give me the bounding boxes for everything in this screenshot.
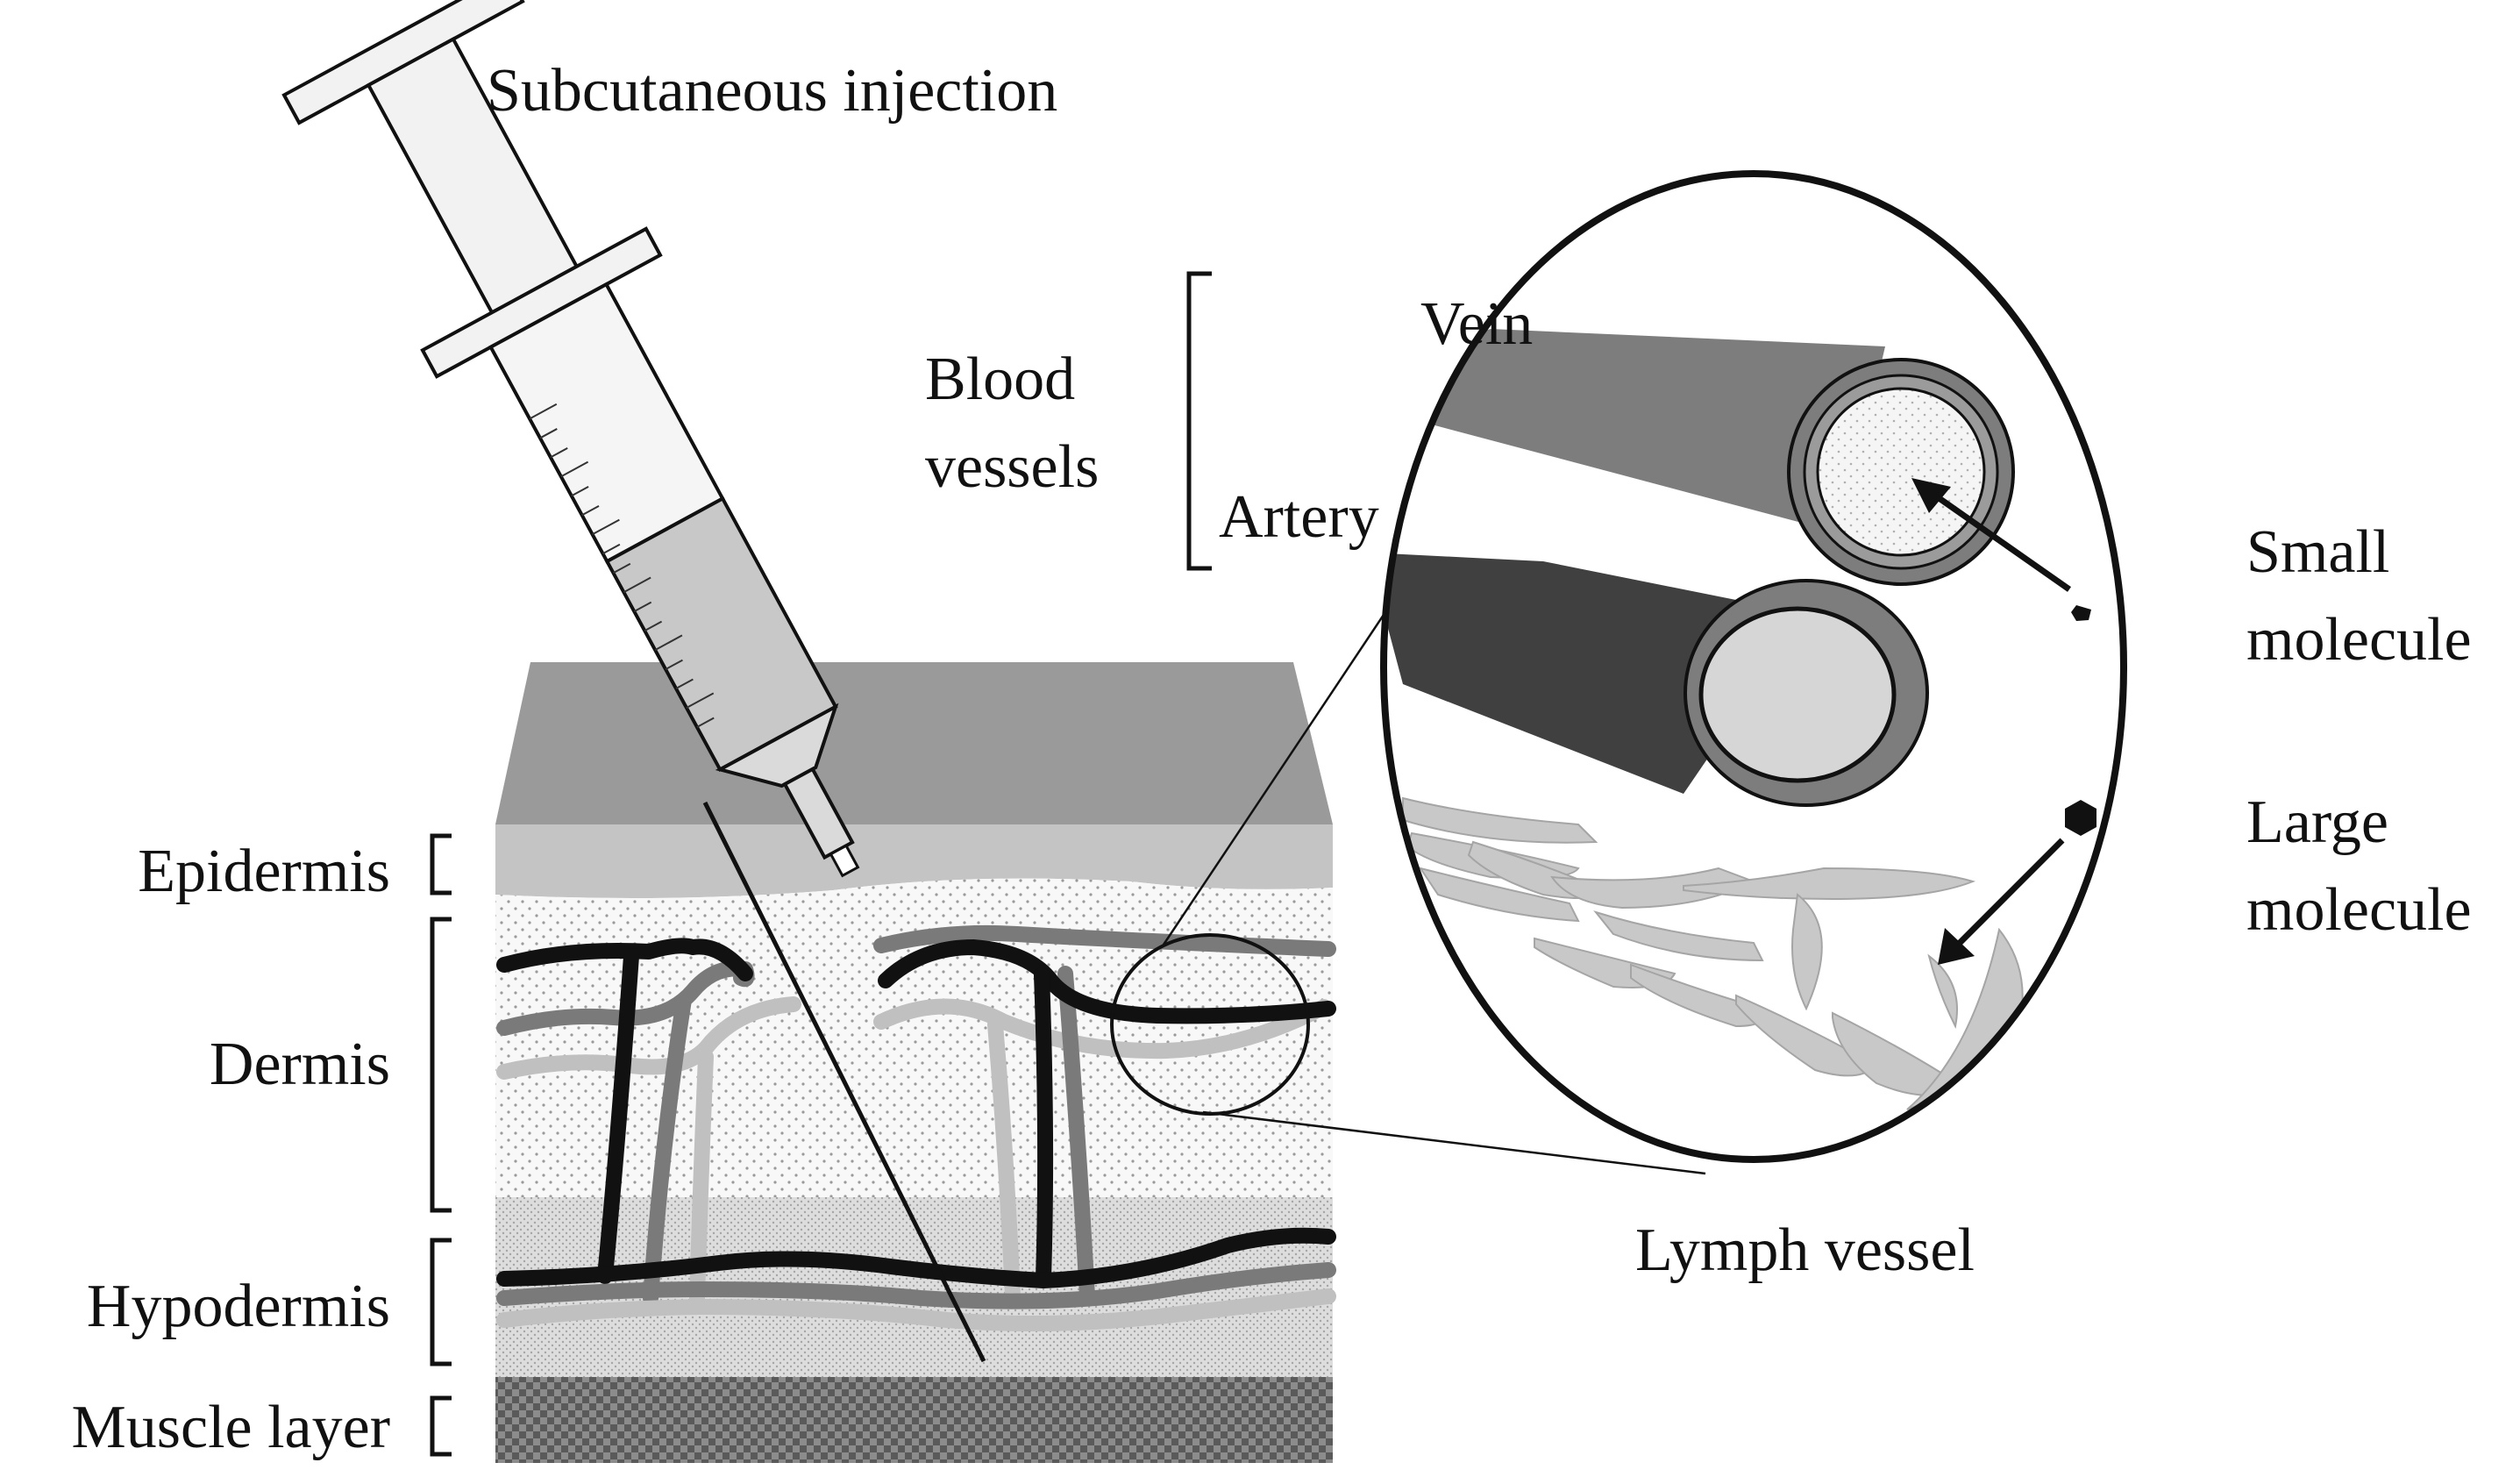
vessel-dark-hypodermis [496, 1262, 1336, 1309]
large-molecule-arrowhead [1938, 928, 1975, 965]
epidermis-label: Epidermis [138, 838, 390, 905]
magnified-view [1380, 170, 2127, 1163]
vein-label: Vein [1420, 290, 1533, 358]
syringe [281, 0, 986, 1363]
labels: Subcutaneous injection Blood vessels Vei… [72, 57, 2472, 1461]
vessel-black-left-down [597, 948, 639, 1284]
brackets [430, 271, 1212, 1457]
vessel-black-right-down [1034, 967, 1054, 1287]
epidermis-top-surface [495, 662, 1333, 824]
muscle-bracket [430, 1395, 452, 1457]
dermis-bracket [430, 917, 452, 1213]
vein-lumen [1816, 387, 1986, 557]
muscle-layer [495, 1377, 1333, 1463]
artery-lumen [1698, 606, 1897, 783]
small-molecule-icon [2071, 605, 2091, 621]
zoom-line-lower [1202, 1110, 1706, 1175]
vein-body [1384, 329, 1885, 533]
needle [702, 801, 986, 1363]
vessel-dark-right [873, 924, 1336, 957]
large-molecule-icon [2065, 800, 2096, 836]
lymph-vessel-label: Lymph vessel [1635, 1217, 1975, 1284]
diagram-title: Subcutaneous injection [487, 57, 1057, 125]
artery [1384, 553, 1929, 807]
vessel-light-right [873, 998, 1332, 1060]
vessel-light-hypodermis [496, 1288, 1336, 1331]
small-molecule-indicator [1911, 478, 2091, 621]
vein [1384, 329, 2015, 586]
skin-vessels [496, 924, 1336, 1331]
small-molecule-label-line1: Small [2246, 518, 2389, 586]
barrel-graduations [529, 403, 715, 728]
epidermis-band [495, 824, 1333, 898]
small-molecule-arrow [1926, 489, 2072, 592]
blood-vessels-label-line2: vessels [925, 433, 1099, 501]
large-molecule-arrow [1953, 838, 2065, 950]
blood-vessels-bracket [1186, 271, 1212, 571]
barrel-tip [715, 703, 839, 788]
blood-vessels-label-line1: Blood [925, 346, 1075, 413]
large-molecule-label-line1: Large [2246, 788, 2388, 856]
vessel-dark-down-1 [643, 992, 692, 1306]
needle-base [829, 844, 860, 878]
vessel-black-left [496, 938, 753, 981]
hypodermis-label: Hypodermis [87, 1273, 390, 1340]
small-molecule-arrowhead [1911, 478, 1951, 513]
hypodermis-bracket [430, 1238, 452, 1366]
magnified-circle-border [1380, 170, 2127, 1163]
vessel-black-right [878, 939, 1336, 1024]
lymph-vessel [1402, 796, 2038, 1124]
zoom-line-upper [1160, 556, 1424, 948]
dermis-label: Dermis [210, 1031, 390, 1098]
vessel-light-down-2 [987, 1017, 1021, 1304]
skin-block [495, 662, 1336, 1463]
large-molecule-label-line2: molecule [2246, 876, 2472, 944]
muscle-layer-label: Muscle layer [72, 1394, 390, 1461]
large-molecule-indicator [1938, 800, 2096, 965]
artery-label: Artery [1219, 483, 1379, 551]
vessel-dark-down-2 [1057, 966, 1095, 1304]
epidermis-bracket [430, 833, 452, 895]
zoom-indicator [1110, 556, 1706, 1175]
small-molecule-label-line2: molecule [2246, 606, 2472, 674]
